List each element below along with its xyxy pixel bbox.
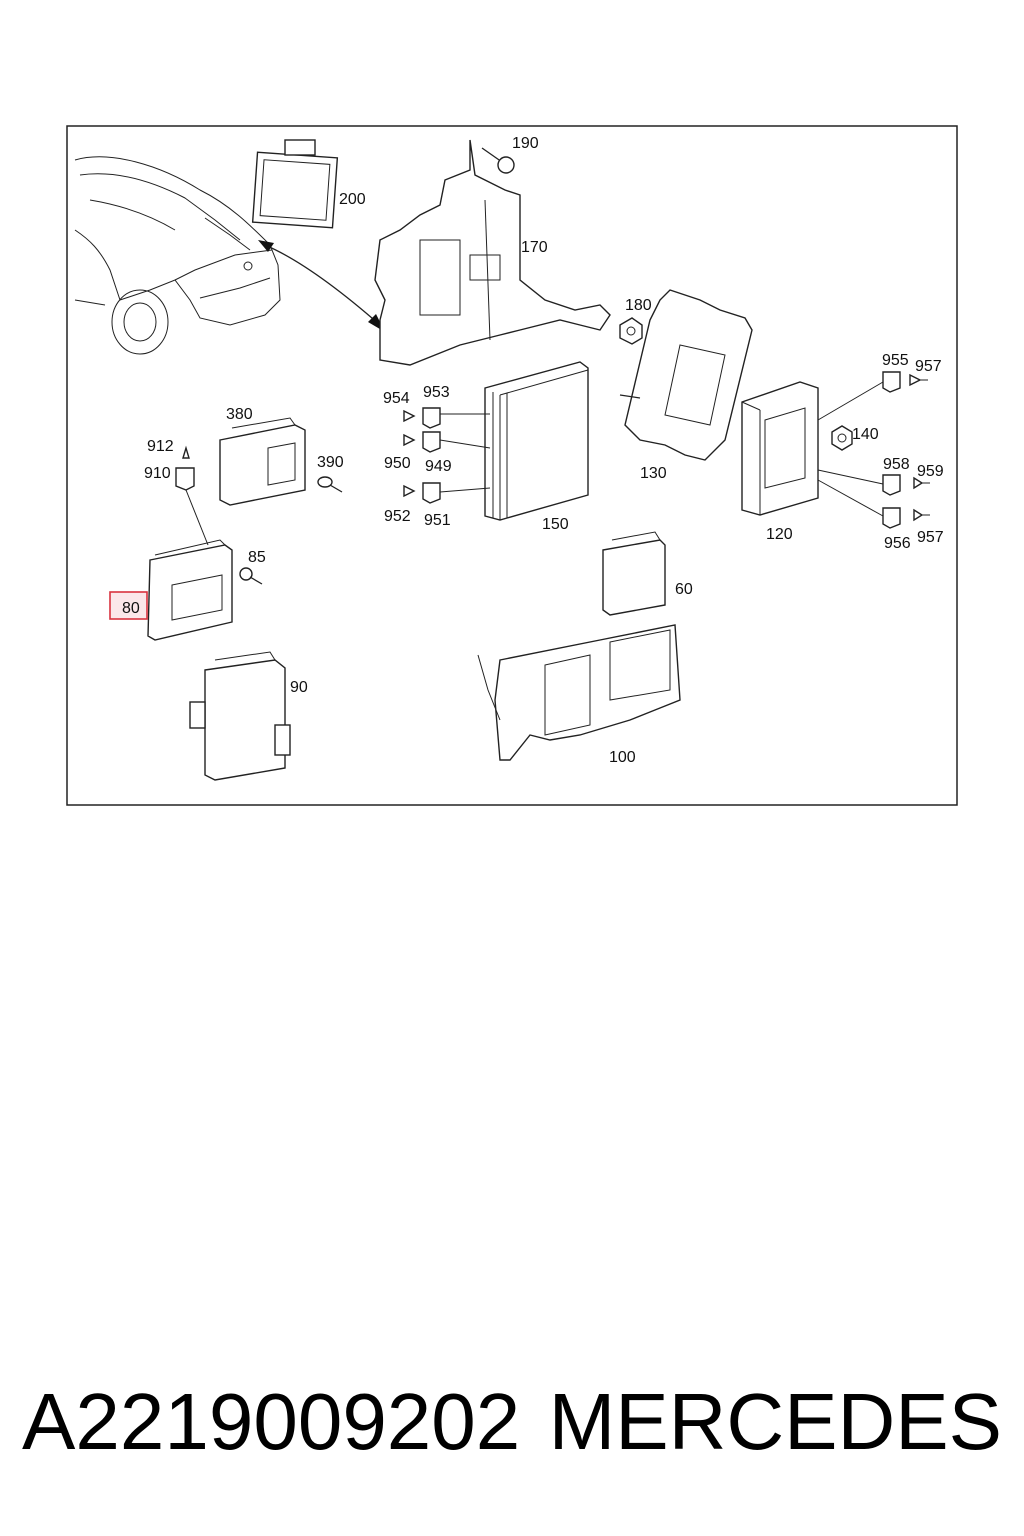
footer: A2219009202 MERCEDES (22, 1372, 1002, 1472)
screw-190 (481, 147, 515, 174)
label-90: 90 (290, 679, 308, 696)
label-952: 952 (384, 508, 411, 525)
label-950: 950 (384, 455, 411, 472)
label-955: 955 (882, 352, 909, 369)
label-85: 85 (248, 549, 266, 566)
label-390: 390 (317, 454, 344, 471)
car-outline (74, 156, 281, 355)
label-957b: 957 (917, 529, 944, 546)
label-949: 949 (425, 458, 452, 475)
label-380: 380 (226, 406, 253, 423)
module-150 (484, 361, 589, 521)
label-180: 180 (625, 297, 652, 314)
label-190: 190 (512, 135, 539, 152)
label-140: 140 (852, 426, 879, 443)
label-150: 150 (542, 516, 569, 533)
label-957a: 957 (915, 358, 942, 375)
label-954: 954 (383, 390, 410, 407)
nut-180 (619, 317, 643, 345)
highlight-80 (109, 591, 148, 620)
label-951: 951 (424, 512, 451, 529)
connector-910 (175, 445, 209, 546)
label-958: 958 (883, 456, 910, 473)
bracket-100 (477, 624, 681, 761)
label-120: 120 (766, 526, 793, 543)
module-120 (741, 381, 819, 516)
screw-85 (239, 567, 263, 585)
label-956: 956 (884, 535, 911, 552)
label-959: 959 (917, 463, 944, 480)
label-80: 80 (122, 600, 140, 617)
label-200: 200 (339, 191, 366, 208)
module-60 (602, 531, 666, 616)
screw-390 (317, 476, 343, 493)
module-90 (189, 651, 291, 781)
brand-name: MERCEDES (548, 1377, 1002, 1466)
module-200 (251, 139, 339, 229)
bracket-170 (374, 139, 611, 366)
nut-140 (831, 425, 853, 451)
label-910: 910 (144, 465, 171, 482)
part-number: A2219009202 (22, 1377, 521, 1466)
label-953: 953 (423, 384, 450, 401)
label-170: 170 (521, 239, 548, 256)
bracket-130 (619, 289, 753, 461)
label-130: 130 (640, 465, 667, 482)
module-380 (219, 417, 306, 506)
label-60: 60 (675, 581, 693, 598)
connectors-150 (403, 407, 491, 504)
connectors-right (817, 371, 930, 529)
module-80 (147, 539, 233, 641)
label-100: 100 (609, 749, 636, 766)
label-912: 912 (147, 438, 174, 455)
